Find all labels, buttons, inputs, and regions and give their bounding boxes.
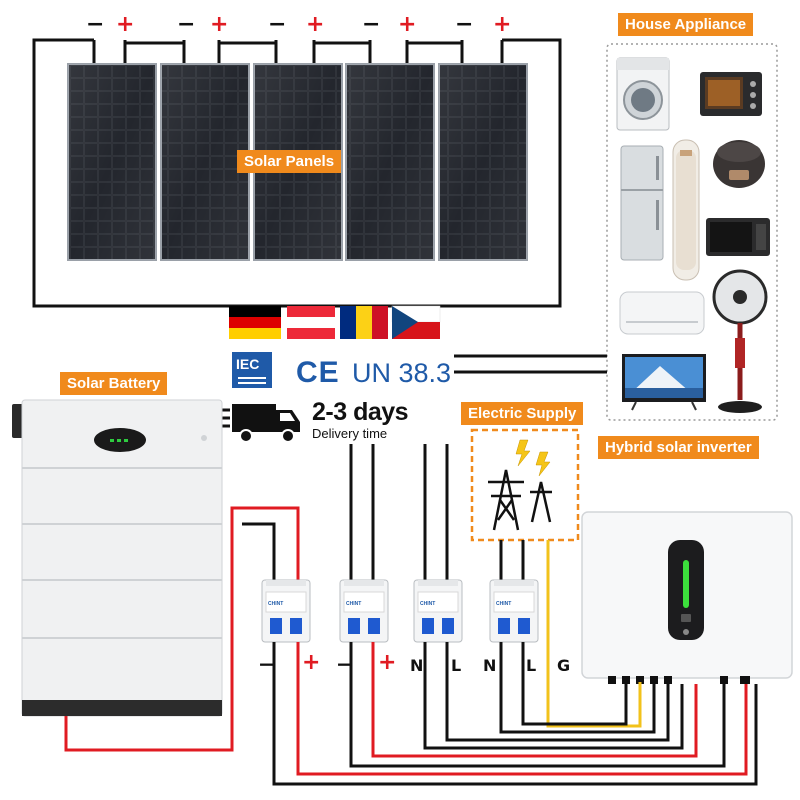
appliance-icons	[617, 58, 770, 413]
panel-plus-terminal: +	[306, 14, 324, 36]
transmission-tower-icon	[488, 470, 552, 530]
terminal-label: +	[378, 650, 396, 675]
breaker-brand: CHINT	[346, 601, 361, 607]
breaker	[262, 580, 310, 642]
tower-ac-icon	[673, 140, 699, 280]
breaker-row	[262, 580, 538, 642]
electric-supply-box	[472, 430, 578, 540]
terminal-label: L	[451, 656, 461, 675]
microwave-icon	[706, 218, 770, 256]
solar-panels-label: Solar Panels	[237, 150, 341, 173]
solar-panel	[439, 64, 527, 260]
breaker-brand: CHINT	[420, 601, 435, 607]
terminal-label: −	[336, 652, 353, 676]
czech-flag	[392, 306, 440, 339]
hybrid-inverter-label: Hybrid solar inverter	[598, 436, 759, 459]
terminal-label: N	[410, 656, 423, 675]
breaker	[340, 580, 388, 642]
panel-plus-terminal: +	[210, 14, 228, 36]
rice-cooker-icon	[713, 140, 765, 188]
panel-plus-terminal: +	[493, 14, 511, 36]
fridge-icon	[621, 146, 663, 260]
oven-icon	[700, 72, 762, 116]
tv-icon	[622, 354, 706, 410]
lightning-icon	[516, 440, 550, 476]
washing-machine-icon	[617, 58, 669, 130]
dc-pv-wiring	[351, 444, 447, 585]
austria-flag	[287, 306, 335, 339]
ce-mark: CE	[296, 356, 340, 390]
panel-minus-terminal: −	[362, 14, 380, 36]
panel-minus-terminal: −	[86, 14, 104, 36]
breaker	[490, 580, 538, 642]
flags-row	[229, 306, 440, 339]
solar-panel	[346, 64, 434, 260]
standing-fan-icon	[714, 271, 766, 413]
hybrid-inverter	[582, 512, 792, 684]
iec-text: IEC	[236, 356, 259, 372]
germany-flag	[229, 306, 281, 339]
solar-battery-label: Solar Battery	[60, 372, 167, 395]
panel-plus-terminal: +	[398, 14, 416, 36]
romania-flag	[340, 306, 388, 339]
terminal-label: N	[483, 656, 496, 675]
panel-minus-terminal: −	[177, 14, 195, 36]
solar-panel	[68, 64, 156, 260]
delivery-days: 2-3 days	[312, 398, 408, 427]
solar-battery	[12, 400, 222, 716]
delivery-truck-icon	[218, 404, 300, 442]
electric-supply-label: Electric Supply	[461, 402, 583, 425]
terminal-label: −	[258, 652, 275, 676]
terminal-label: L	[526, 656, 536, 675]
delivery-time-label: Delivery time	[312, 426, 387, 441]
panel-minus-terminal: −	[268, 14, 286, 36]
house-appliance-label: House Appliance	[618, 13, 753, 36]
breaker-brand: CHINT	[496, 601, 511, 607]
breaker	[414, 580, 462, 642]
un-38-3-mark: UN 38.3	[352, 358, 451, 389]
wall-ac-icon	[620, 292, 704, 334]
battery-display	[94, 428, 146, 452]
terminal-label: +	[302, 650, 320, 675]
panel-plus-terminal: +	[116, 14, 134, 36]
solar-panel	[161, 64, 249, 260]
ac-output-wiring	[454, 356, 607, 372]
panel-minus-terminal: −	[455, 14, 473, 36]
terminal-label: G	[557, 656, 570, 675]
breaker-brand: CHINT	[268, 601, 283, 607]
